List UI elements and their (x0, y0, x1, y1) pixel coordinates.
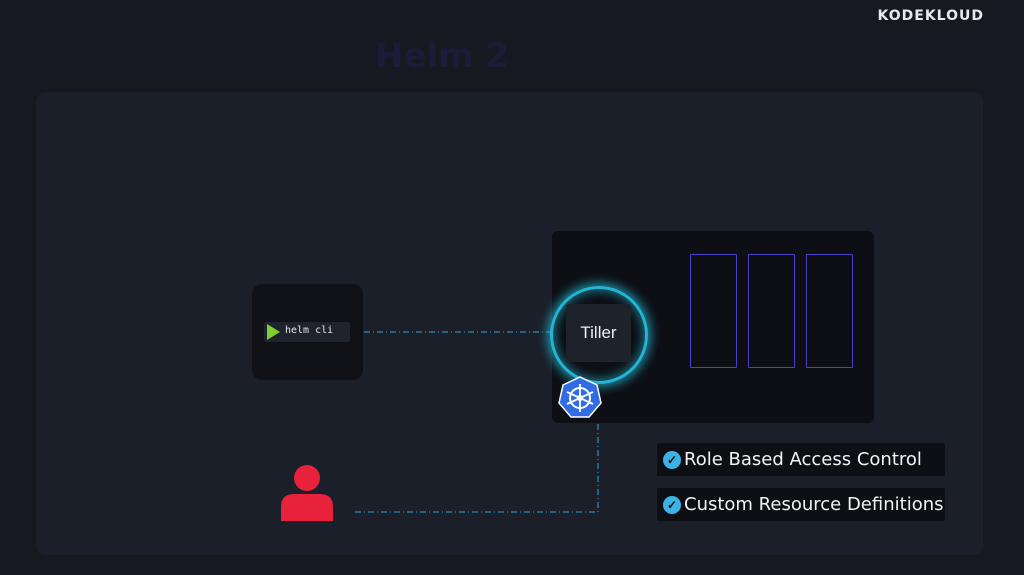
pod-box (806, 254, 853, 368)
tiller-box: Tiller (566, 304, 631, 362)
kubernetes-icon (558, 376, 602, 418)
tiller-glow-ring (550, 286, 648, 384)
check-circle-icon: ✓ (663, 450, 681, 469)
slide-title: Helm 2 (375, 36, 510, 76)
feature-crd: ✓ Custom Resource Definitions (656, 487, 946, 522)
pod-box (690, 254, 737, 368)
feature-label: Custom Resource Definitions (684, 494, 944, 515)
tiller-label: Tiller (580, 323, 617, 342)
helm-cli-bar (264, 322, 350, 342)
check-circle-icon: ✓ (663, 495, 681, 514)
kodekloud-logo: KODEKLOUD (877, 8, 984, 24)
helm-cli-label: helm cli (285, 325, 334, 336)
pod-box (748, 254, 795, 368)
feature-rbac: ✓ Role Based Access Control (656, 442, 946, 477)
feature-label: Role Based Access Control (684, 449, 922, 470)
play-icon (267, 324, 280, 340)
user-icon (281, 465, 333, 521)
